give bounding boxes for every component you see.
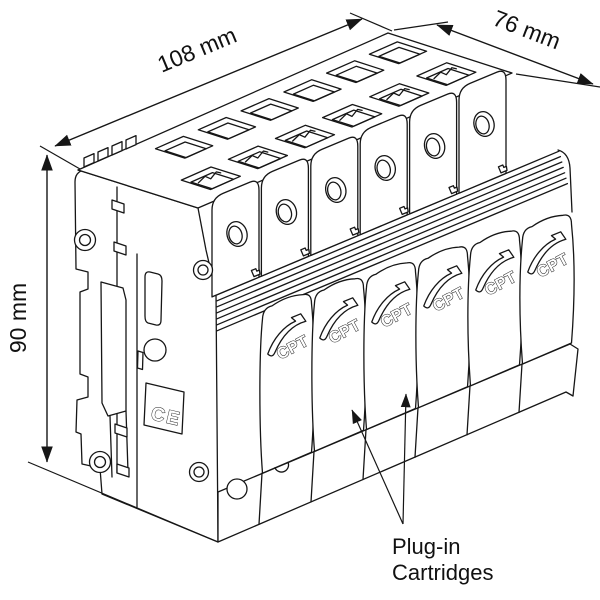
extension-line <box>393 21 449 31</box>
surge-protector-drawing <box>73 32 579 543</box>
drawing-line <box>415 246 471 409</box>
hole-icon <box>326 181 342 201</box>
dimension-width-label: 108 mm <box>154 22 241 78</box>
drawing-line <box>363 261 419 431</box>
ce-mark: CE <box>143 382 185 435</box>
callout-arrow <box>351 409 404 525</box>
dimension-height-label: 90 mm <box>5 283 31 353</box>
drawing-line <box>144 271 163 326</box>
cpt-swoosh-icon <box>267 313 307 357</box>
hole-icon <box>277 203 293 223</box>
drawing-line <box>414 407 419 458</box>
drawing-line <box>100 281 127 417</box>
drawing-line <box>83 152 95 168</box>
drawing-line <box>362 428 367 481</box>
drawing-line <box>197 171 222 184</box>
cpt-swoosh-icon <box>475 249 515 293</box>
drawing-line <box>467 230 523 387</box>
screw-hole-icon <box>226 478 248 500</box>
drawing-line <box>398 205 409 216</box>
drawing-line <box>274 461 290 473</box>
cpt-swoosh-icon <box>371 281 411 325</box>
drawing-line <box>111 199 125 214</box>
drawing-line <box>518 363 523 414</box>
cartridge-logos: CPT CPT CPT CPT CPT CPT <box>267 231 572 364</box>
callout-arrow <box>400 393 411 525</box>
hole-icon <box>475 115 490 135</box>
cpt-logo: CPT <box>423 265 468 316</box>
drawing-line <box>216 172 566 320</box>
drawing-line <box>216 155 562 302</box>
screw-hole-icon <box>78 233 92 247</box>
hole-icon <box>228 225 243 245</box>
drawing-line <box>519 214 575 365</box>
screw-hole-icon <box>143 338 167 362</box>
extension-line <box>39 145 81 170</box>
drawing-line <box>125 410 129 473</box>
dimension-line <box>54 18 363 147</box>
extension-line <box>27 461 219 543</box>
callout-label-line2: Cartridges <box>392 560 493 585</box>
drawing-line <box>250 268 261 278</box>
cpt-swoosh-icon <box>319 297 359 341</box>
dimension-height: 90 mm <box>5 154 219 543</box>
drawing-line <box>97 146 109 162</box>
hole-icon <box>376 159 392 179</box>
drawing-line <box>310 450 315 503</box>
drawing-line <box>216 161 563 308</box>
drawing-line <box>113 241 127 256</box>
drawing-line <box>466 385 471 436</box>
cpt-swoosh-icon <box>527 231 567 275</box>
drawing-line <box>216 166 564 314</box>
cpt-swoosh-icon <box>423 265 463 309</box>
drawing-line <box>349 226 360 236</box>
ce-mark-box <box>143 382 185 435</box>
screw-hole-icon <box>197 264 209 276</box>
callout-plug-in-cartridges: Plug-in Cartridges <box>351 393 493 585</box>
drawing-line <box>557 149 573 213</box>
drawing-line <box>244 150 269 163</box>
drawing-line <box>109 415 113 478</box>
drawing-line <box>116 463 130 478</box>
screw-hole-icon <box>193 466 205 478</box>
drawing-line <box>497 164 508 174</box>
drawing-line <box>448 185 459 195</box>
drawing-line <box>258 472 263 525</box>
screw-hole-icon <box>93 455 107 469</box>
drawing-line <box>378 46 421 64</box>
drawing-line <box>114 423 128 438</box>
callout-label-line1: Plug-in <box>392 534 460 559</box>
hole-icon <box>425 137 441 157</box>
dimension-depth-label: 76 mm <box>489 5 564 54</box>
extension-line <box>515 73 600 88</box>
drawing-line <box>216 177 567 326</box>
drawing-line <box>300 247 311 257</box>
drawing-line <box>136 350 144 371</box>
extension-line <box>349 12 393 32</box>
drawing-line <box>386 87 410 101</box>
dimension-line <box>436 24 594 85</box>
